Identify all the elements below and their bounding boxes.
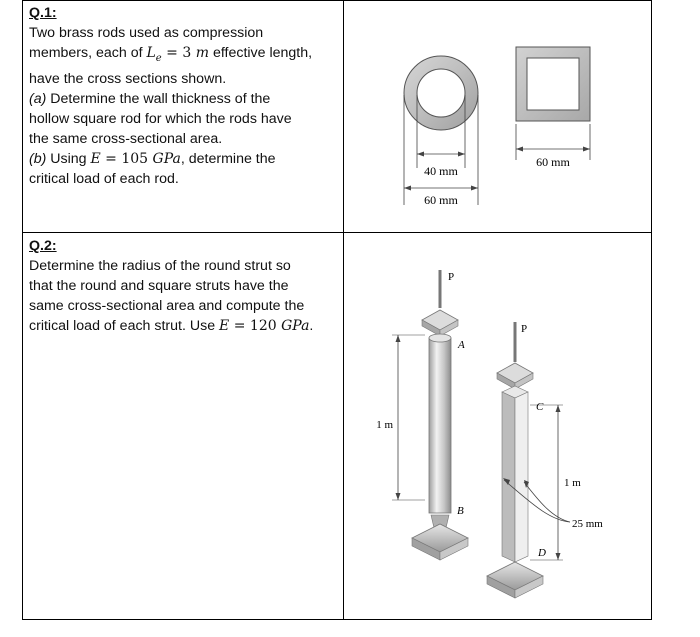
- q2-line-4: critical load of each strut. Use E = 120…: [29, 318, 314, 334]
- point-d-label: D: [537, 547, 546, 559]
- square-strut: [486, 322, 571, 599]
- question-1-text: Q.1: Two brass rods used as compression …: [29, 3, 335, 189]
- row-divider: [23, 232, 651, 233]
- column-divider: [343, 1, 344, 619]
- q1-line-5: hollow square rod for which the rods hav…: [29, 110, 292, 127]
- outer-diameter-label: 60 mm: [424, 193, 458, 207]
- q2-line-2: that the round and square struts have th…: [29, 278, 289, 294]
- q2-line-3: same cross-sectional area and compute th…: [29, 298, 305, 314]
- question-1-title: Q.1:: [29, 5, 57, 21]
- side-width-label: 25 mm: [572, 518, 603, 530]
- problem-sheet-table: Q.1: Two brass rods used as compression …: [22, 0, 652, 620]
- q1-line-1: Two brass rods used as compression: [29, 25, 264, 41]
- q1-line-6: the same cross-sectional area.: [29, 130, 223, 147]
- hollow-round-section: [403, 55, 479, 205]
- q1-line-7: (b) Using E = 105 GPa, determine the: [29, 150, 276, 167]
- q1-line-2: members, each of Le = 3 m effective leng…: [29, 45, 313, 64]
- question-2-title: Q.2:: [29, 238, 57, 254]
- q1-line-4: (a) Determine the wall thickness of the: [29, 90, 271, 107]
- load-p-square-label: P: [521, 323, 527, 335]
- inner-diameter-label: 40 mm: [424, 164, 458, 178]
- round-length-label: 1 m: [376, 419, 393, 431]
- hollow-square-section: [515, 46, 591, 160]
- point-b-label: B: [457, 505, 464, 517]
- question-2-text: Q.2: Determine the radius of the round s…: [29, 236, 335, 336]
- q1-line-3: have the cross sections shown.: [29, 70, 227, 87]
- point-c-label: C: [536, 401, 544, 413]
- point-a-label: A: [457, 339, 465, 351]
- q1-line-8: critical load of each rod.: [29, 170, 179, 187]
- square-side-label: 60 mm: [536, 155, 570, 169]
- round-strut: [392, 270, 469, 561]
- square-length-label: 1 m: [564, 477, 581, 489]
- load-p-round-label: P: [448, 271, 454, 283]
- q2-line-1: Determine the radius of the round strut …: [29, 258, 291, 274]
